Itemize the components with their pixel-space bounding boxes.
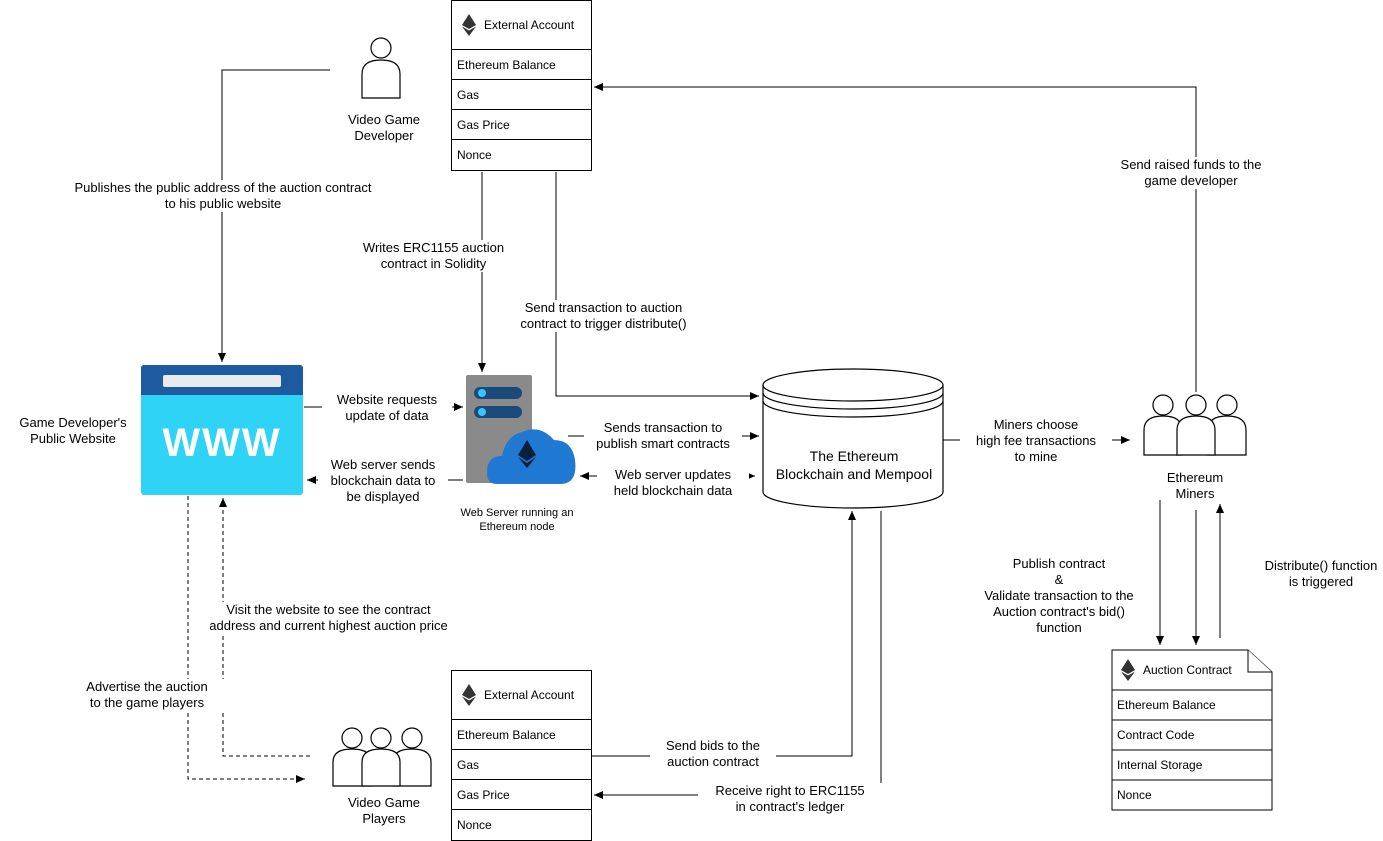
ethereum-icon bbox=[462, 684, 476, 706]
auction-contract-shape bbox=[1111, 649, 1273, 811]
developer-label: Video Game Developer bbox=[347, 112, 421, 143]
edge-label-server-sends: Web server sends blockchain data to be d… bbox=[318, 457, 448, 505]
edge-label-visit-website: Visit the website to see the contract ad… bbox=[190, 602, 467, 634]
external-account-bottom-title: External Account bbox=[484, 688, 575, 702]
edge-label-send-raised-funds: Send raised funds to the game developer bbox=[1100, 157, 1282, 189]
auction-contract-field: Contract Code bbox=[1117, 728, 1195, 742]
website-address-bar bbox=[163, 375, 281, 387]
external-account-bottom-field: Gas bbox=[452, 750, 591, 780]
auction-contract-title: Auction Contract bbox=[1143, 663, 1232, 677]
auction-contract-field: Internal Storage bbox=[1117, 758, 1203, 772]
auction-contract-header: Auction Contract bbox=[1112, 650, 1270, 690]
edge-label-website-requests: Website requests update of data bbox=[322, 392, 452, 424]
website-label: Game Developer's Public Website bbox=[19, 415, 127, 446]
edge-send-raised-funds bbox=[594, 83, 1197, 392]
edge-label-miners-choose: Miners choose high fee transactions to m… bbox=[960, 417, 1112, 465]
players-actor-icon bbox=[332, 727, 432, 787]
miners-actor-icon bbox=[1143, 394, 1247, 456]
www-text: WWW bbox=[162, 421, 282, 465]
edge-send-distribute bbox=[555, 172, 759, 400]
ethereum-icon bbox=[462, 14, 476, 36]
web-server-label: Web Server running an Ethereum node bbox=[460, 507, 574, 533]
external-account-top-field: Gas bbox=[452, 80, 591, 110]
external-account-top-field: Ethereum Balance bbox=[452, 50, 591, 80]
external-account-bottom-header: External Account bbox=[452, 671, 591, 720]
developer-actor-icon bbox=[361, 37, 401, 99]
edge-label-publish-validate: Publish contract & Validate transaction … bbox=[984, 556, 1134, 635]
edge-label-sends-transaction: Sends transaction to publish smart contr… bbox=[584, 420, 742, 452]
auction-contract-field: Nonce bbox=[1117, 788, 1152, 802]
edge-visit-website bbox=[219, 498, 310, 757]
external-account-bottom-field: Nonce bbox=[457, 818, 492, 832]
website-header-bar bbox=[141, 365, 303, 395]
edge-label-writes-contract: Writes ERC1155 auction contract in Solid… bbox=[345, 240, 522, 272]
external-account-bottom-field: Ethereum Balance bbox=[452, 720, 591, 750]
edge-label-publish-address: Publishes the public address of the auct… bbox=[52, 180, 394, 212]
blockchain-label: The Ethereum Blockchain and Mempool bbox=[775, 448, 933, 482]
external-account-top-field: Nonce bbox=[457, 148, 492, 162]
edge-advertise bbox=[187, 496, 305, 783]
auction-contract: Auction Contract Ethereum Balance Contra… bbox=[1112, 650, 1272, 810]
edge-label-send-bids: Send bids to the auction contract bbox=[650, 738, 776, 770]
edge-label-send-distribute: Send transaction to auction contract to … bbox=[500, 300, 707, 332]
external-account-bottom-field: Gas Price bbox=[452, 780, 591, 810]
edge-label-advertise: Advertise the auction to the game player… bbox=[60, 679, 234, 711]
edge-label-server-updates: Web server updates held blockchain data bbox=[597, 467, 749, 499]
external-account-top-field: Gas Price bbox=[452, 110, 591, 140]
edge-label-distribute-triggered: Distribute() function is triggered bbox=[1264, 558, 1378, 589]
miners-label: Ethereum Miners bbox=[1166, 470, 1224, 501]
auction-contract-field: Ethereum Balance bbox=[1117, 698, 1216, 712]
external-account-bottom: External Account Ethereum Balance Gas Ga… bbox=[451, 670, 592, 841]
edge-publish-address bbox=[218, 69, 330, 362]
edge-send-bids bbox=[592, 511, 856, 757]
players-label: Video Game Players bbox=[347, 795, 421, 826]
external-account-top: External Account Ethereum Balance Gas Ga… bbox=[451, 0, 592, 171]
external-account-top-header: External Account bbox=[452, 1, 591, 50]
external-account-top-title: External Account bbox=[484, 18, 575, 32]
blockchain-cylinder bbox=[762, 368, 944, 509]
website-icon: WWW bbox=[141, 365, 303, 495]
edge-label-receive-right: Receive right to ERC1155 in contract's l… bbox=[698, 783, 882, 815]
ethereum-icon bbox=[1121, 659, 1135, 681]
web-server-icon bbox=[466, 375, 576, 484]
